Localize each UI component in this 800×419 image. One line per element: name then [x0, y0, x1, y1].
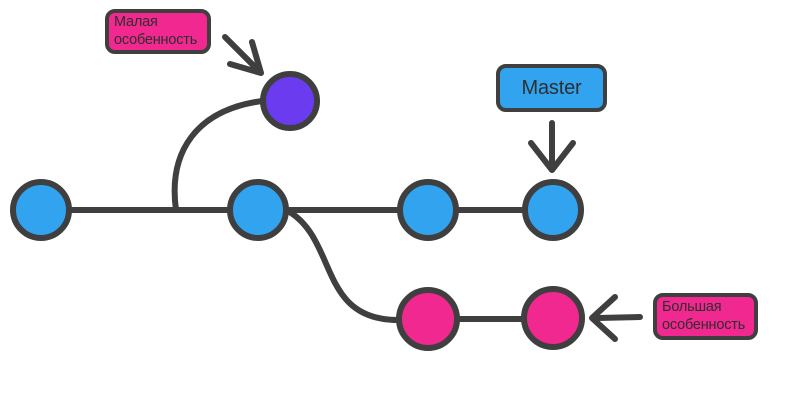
big-feature-label: Большая особенность: [653, 293, 758, 340]
commit-big-feature-2: [521, 286, 585, 350]
small-feature-arrow: [222, 34, 264, 76]
commit-master-4: [522, 179, 584, 241]
master-label: Master: [496, 64, 607, 112]
master-label-text: Master: [521, 77, 582, 99]
small-feature-label: Малая особенность: [105, 9, 211, 54]
commit-master-2: [227, 179, 289, 241]
big-feature-arrow: [589, 294, 643, 342]
commit-master-3: [397, 179, 459, 241]
small-feature-branch-curve: [171, 98, 265, 213]
commit-small-feature: [260, 71, 320, 131]
commit-master-1: [10, 179, 72, 241]
big-feature-label-text: Большая особенность: [662, 298, 746, 333]
commit-big-feature-1: [396, 287, 460, 351]
big-feature-branch-curve: [285, 208, 401, 323]
master-arrow: [528, 120, 576, 173]
small-feature-label-text: Малая особенность: [114, 13, 198, 48]
